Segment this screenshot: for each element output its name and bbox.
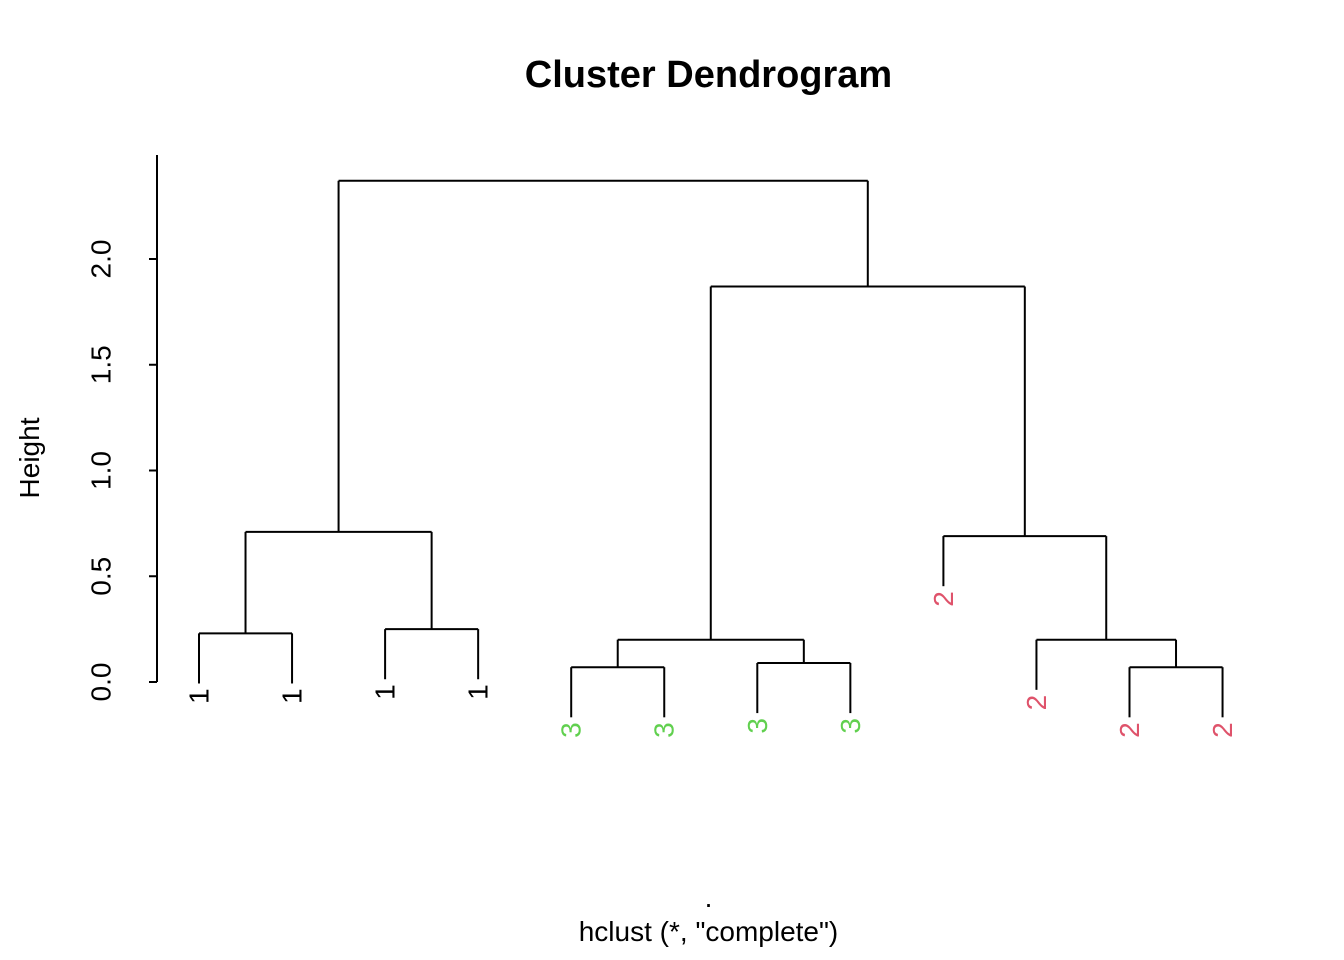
leaf-label: 1 [370,684,401,700]
y-axis-tick-label: 1.5 [86,345,117,384]
x-axis-label: . [704,882,713,913]
leaf-label: 2 [928,591,959,607]
y-axis-tick-label: 0.5 [86,557,117,596]
leaf-label: 3 [835,718,866,734]
leaf-label: 1 [277,688,308,704]
leaf-label: 3 [742,718,773,734]
leaf-label: 3 [649,722,680,738]
leaf-label: 2 [1021,695,1052,711]
y-axis-tick-label: 0.0 [86,663,117,702]
y-axis-tick-label: 1.0 [86,451,117,490]
leaf-label: 2 [1114,722,1145,738]
leaf-label: 1 [463,684,494,700]
leaf-label: 1 [184,688,215,704]
chart-title: Cluster Dendrogram [524,54,893,96]
leaf-label: 3 [556,722,587,738]
subtitle-method: hclust (*, "complete") [578,916,839,947]
y-axis-tick-label: 2.0 [86,240,117,279]
leaf-label: 2 [1207,722,1238,738]
